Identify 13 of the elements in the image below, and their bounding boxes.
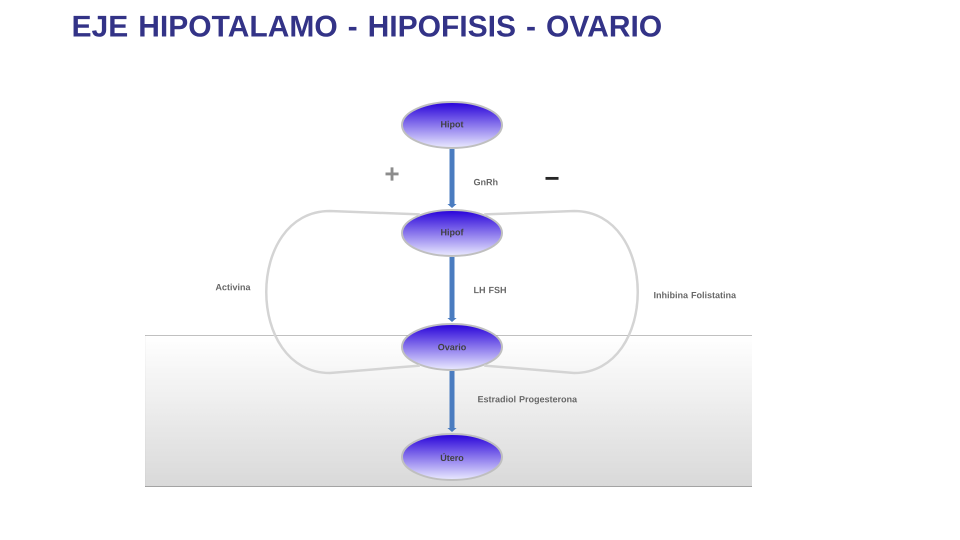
edge-label: Inhibina Folistatina (654, 292, 736, 298)
sign-label: + (386, 167, 399, 181)
ellipse-node: Hipot (401, 101, 503, 149)
ellipse-node: Hipof (401, 209, 503, 257)
edge-label: Activina (216, 284, 251, 290)
feedback-loop (265, 210, 420, 374)
edge-label: Estradiol Progesterona (478, 396, 578, 404)
title: EJE HIPOTALAMO - HIPOFISIS - OVARIO (74, 16, 661, 37)
edge-label: GnRh (474, 178, 498, 186)
sign-label: − (546, 176, 559, 180)
feedback-loop (484, 210, 639, 374)
edge-label: LH FSH (474, 286, 506, 294)
ellipse-node: Ovario (401, 323, 503, 371)
